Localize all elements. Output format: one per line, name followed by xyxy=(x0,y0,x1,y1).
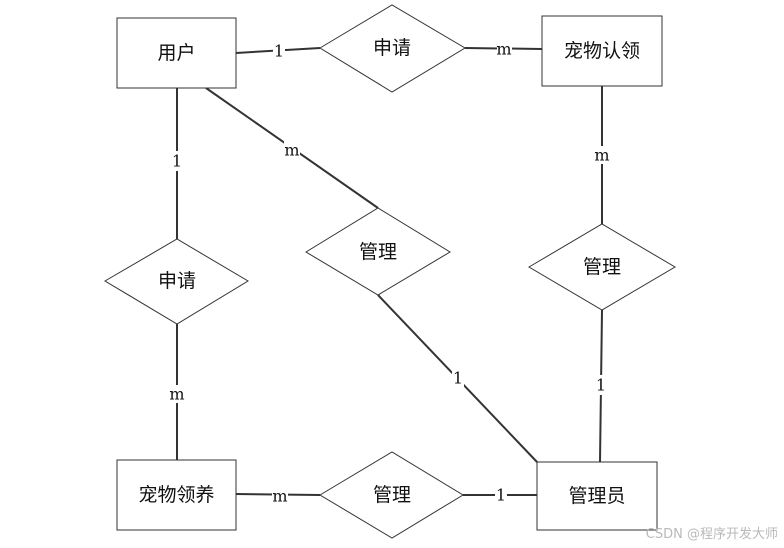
entity-pet-adoption: 宠物认领 xyxy=(541,15,663,87)
svg-text:1: 1 xyxy=(453,369,463,388)
svg-text:m: m xyxy=(272,487,287,506)
relationship-apply-top-label: 申请 xyxy=(373,37,411,59)
cardinality-manage-center-admin: 1 xyxy=(452,368,464,388)
cardinality-apply-left-pet-fostering: m xyxy=(169,385,185,404)
cardinality-user-apply-left: 1 xyxy=(171,151,183,171)
entity-admin: 管理员 xyxy=(536,461,658,531)
cardinality-pet-adoption-manage-right: m xyxy=(594,146,610,165)
relationship-apply-left-label: 申请 xyxy=(158,270,196,292)
svg-text:1: 1 xyxy=(496,486,506,505)
cardinality-user-apply-top: 1 xyxy=(273,41,285,61)
cardinality-manage-bottom-admin: 1 xyxy=(495,485,507,505)
cardinality-user-manage-center: m xyxy=(284,141,300,160)
relationship-manage-bottom-label: 管理 xyxy=(373,484,411,506)
svg-text:1: 1 xyxy=(274,42,284,61)
cardinality-manage-right-admin: 1 xyxy=(595,375,607,395)
svg-text:1: 1 xyxy=(596,376,606,395)
cardinality-apply-top-pet-adoption: m xyxy=(496,40,512,59)
relationship-manage-center: 管理 xyxy=(305,207,451,296)
svg-text:1: 1 xyxy=(172,152,182,171)
relationship-manage-center-label: 管理 xyxy=(359,241,397,263)
svg-text:m: m xyxy=(169,385,184,404)
relationship-manage-right-label: 管理 xyxy=(583,256,621,278)
entity-user: 用户 xyxy=(116,17,237,89)
entity-user-label: 用户 xyxy=(157,42,195,64)
cardinality-pet-fostering-manage-bottom: m xyxy=(272,487,288,506)
svg-text:m: m xyxy=(594,146,609,165)
relationship-apply-top: 申请 xyxy=(319,4,466,93)
svg-text:m: m xyxy=(496,40,511,59)
relationship-manage-right: 管理 xyxy=(528,223,676,311)
relationship-manage-bottom: 管理 xyxy=(319,451,464,539)
relationship-apply-left: 申请 xyxy=(104,238,249,325)
entity-pet-adoption-label: 宠物认领 xyxy=(564,40,640,62)
svg-text:m: m xyxy=(284,141,299,160)
entity-pet-fostering: 宠物领养 xyxy=(116,459,237,531)
watermark: CSDN @程序开发大师 xyxy=(645,527,778,542)
entity-pet-fostering-label: 宠物领养 xyxy=(138,484,214,506)
entity-admin-label: 管理员 xyxy=(568,485,625,507)
cardinality-labels: 1 m 1 m m 1 m 1 xyxy=(169,40,610,506)
